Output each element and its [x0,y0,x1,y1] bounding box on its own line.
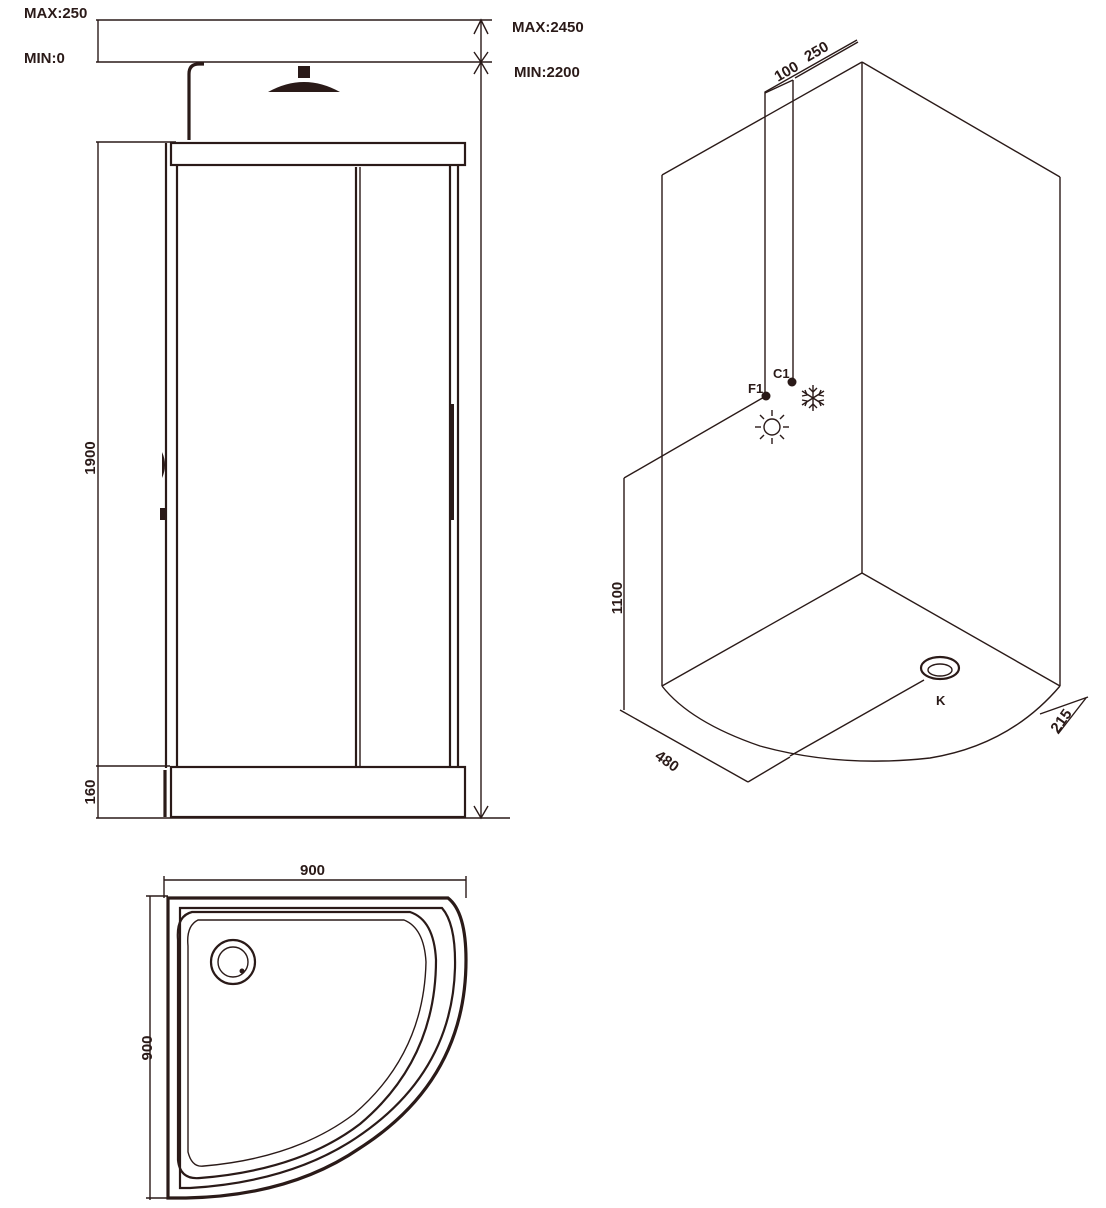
iso-floor-right-edge [861,572,1061,687]
drain-projection-line [789,679,925,757]
drain-outer [919,655,961,681]
max-offset-label: MAX:250 [24,5,87,22]
cold-inlet-label: C1 [773,366,790,381]
door-handle [449,404,454,520]
drain-side-ext [747,756,791,783]
plan-view: 900 900 [139,862,468,1200]
iso-top-left-edge [661,61,863,176]
drain-side-dim-line [619,709,749,783]
shower-tray [169,765,467,819]
pipe-offset-tick [764,79,794,94]
plan-width-label: 900 [300,862,325,879]
tray-rim-inner [178,906,457,1190]
pipe-offset-b-label: 250 [802,38,832,65]
snowflake-icon [801,385,825,411]
drain-side-offset-label: 480 [652,747,682,775]
isometric-view: 100 250 F1 C1 [609,38,1089,783]
pipe-offset-a-label: 100 [772,58,802,85]
tray-basin [176,910,438,1180]
drain-front-ext [1039,696,1089,715]
shower-head-connector [298,66,310,78]
shower-head-icon [268,82,340,92]
drain-label: K [936,693,946,708]
tray-drain-inner [217,946,249,978]
pipe-offset-dim [794,41,859,79]
side-fitting [162,452,165,478]
inlet-projection-line [623,395,767,479]
max-total-label: MAX:2450 [512,19,584,36]
min-total-label: MIN:2200 [514,64,580,81]
min-offset-label: MIN:0 [24,50,65,67]
arrow-up-icon [473,18,489,35]
tray-outer-rim [166,896,468,1200]
tray-drain-dot [239,968,245,974]
iso-floor-arc [661,685,1061,762]
arrow-up-icon [473,60,489,75]
side-fitting-lower [160,508,166,520]
cold-inlet-point [787,377,797,387]
plan-depth-label: 900 [139,1035,156,1060]
front-elevation: MAX:250 MIN:0 MAX:2450 MIN:2200 19 [24,5,584,820]
tray-basin-inner [187,919,427,1167]
iso-top-right-edge [861,61,1061,178]
tray-drain-outer [209,938,257,986]
sun-icon [755,410,789,444]
tray-height-label: 160 [82,779,99,804]
drain-inner [927,663,953,677]
inlet-height-label: 1100 [609,582,626,615]
cabin-height-label: 1900 [82,441,99,474]
hot-inlet-label: F1 [748,381,763,396]
hot-pipe-line [764,39,858,392]
iso-floor-left-edge [661,572,863,687]
drain-front-dim-line [1057,697,1087,735]
shower-riser [187,62,204,140]
cabin-top-cap [169,141,467,167]
